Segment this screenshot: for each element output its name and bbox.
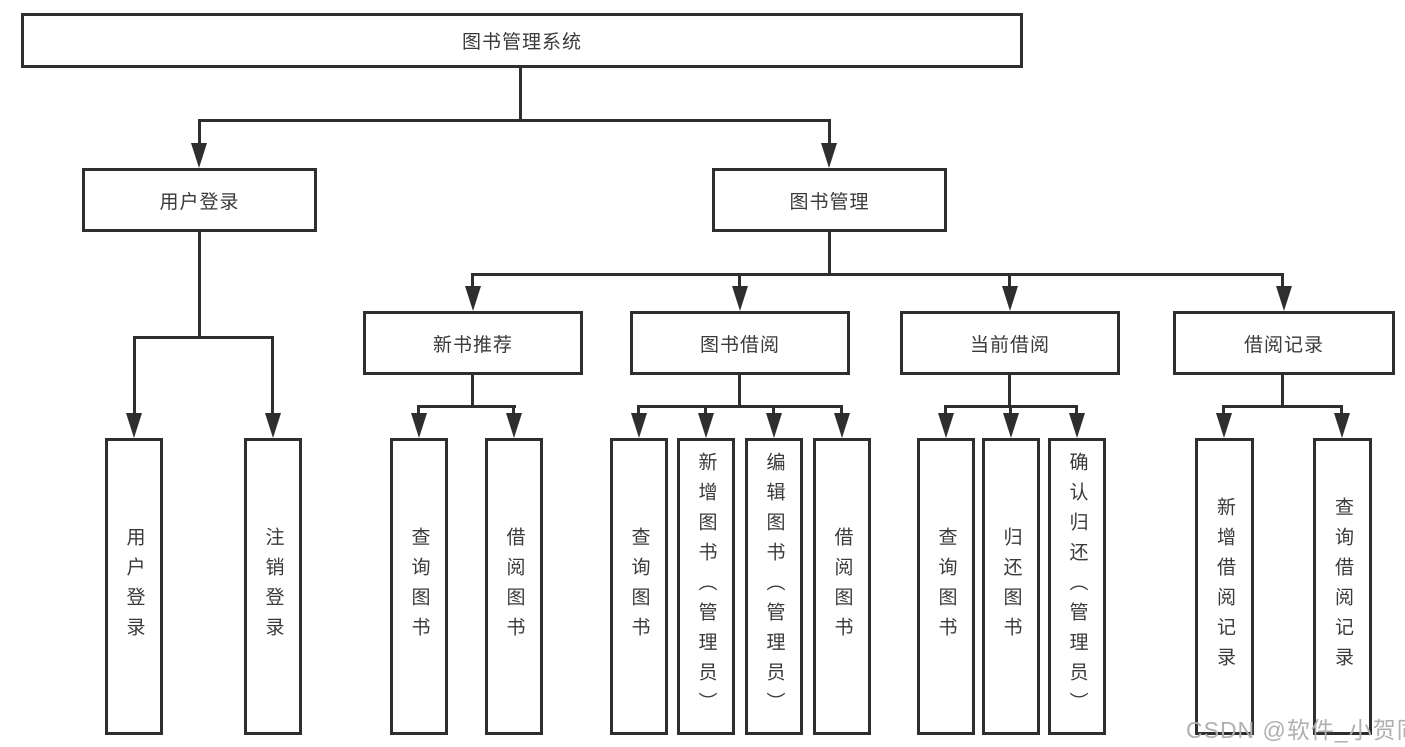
leaf-query-borrow-record: 查询借阅记录 — [1313, 438, 1372, 735]
connector-leaf-stem — [1340, 405, 1343, 417]
arrowhead-icon — [1003, 413, 1019, 438]
node-label: 图书管理 — [789, 191, 870, 213]
connector-leaf-stem — [271, 336, 274, 416]
leaf-query-books-current: 查询图书 — [917, 438, 975, 735]
node-label: 图书借阅 — [699, 334, 780, 356]
arrowhead-icon — [191, 143, 207, 168]
node-label: 当前借阅 — [969, 334, 1050, 356]
connector-user-login-vline — [198, 232, 201, 336]
connector-leaf-stem — [1075, 405, 1078, 417]
node-label: 用户登录 — [159, 191, 240, 213]
leaf-borrow-books-recommend: 借阅图书 — [485, 438, 543, 735]
connector-user-login-stem — [198, 119, 201, 147]
connector-book-mgmt-vline — [828, 232, 831, 273]
leaf-add-books-admin: 新增图书（管理员） — [677, 438, 735, 735]
connector-level3-stem — [1281, 273, 1284, 289]
arrowhead-icon — [698, 413, 714, 438]
connector-new-book-vline — [471, 375, 474, 405]
connector-leaf-stem — [1009, 405, 1012, 417]
leaf-user-login: 用户登录 — [105, 438, 163, 735]
connector-current-borrow-vline — [1008, 375, 1011, 405]
arrowhead-icon — [821, 143, 837, 168]
connector-leaf-stem — [512, 405, 515, 417]
arrowhead-icon — [631, 413, 647, 438]
leaf-label: 编辑图书（管理员） — [763, 451, 785, 722]
leaf-label: 借阅图书 — [503, 526, 525, 647]
arrowhead-icon — [732, 286, 748, 311]
connector-borrow-records-vline — [1281, 375, 1284, 405]
leaf-label: 查询图书 — [935, 526, 957, 647]
node-book-management: 图书管理 — [712, 168, 947, 232]
leaf-edit-books-admin: 编辑图书（管理员） — [745, 438, 803, 735]
node-label: 图书管理系统 — [461, 32, 582, 53]
connector-user-login-hline — [133, 336, 274, 339]
arrowhead-icon — [465, 286, 481, 311]
leaf-label: 新增图书（管理员） — [695, 451, 717, 722]
node-user-login: 用户登录 — [82, 168, 317, 232]
node-label: 借阅记录 — [1243, 334, 1324, 356]
arrowhead-icon — [1216, 413, 1232, 438]
arrowhead-icon — [1002, 286, 1018, 311]
leaf-confirm-return-admin: 确认归还（管理员） — [1048, 438, 1106, 735]
leaf-label: 查询图书 — [628, 526, 650, 647]
arrowhead-icon — [938, 413, 954, 438]
connector-leaf-stem — [944, 405, 947, 417]
connector-leaf-stem — [1222, 405, 1225, 417]
arrowhead-icon — [265, 413, 281, 438]
leaf-query-books-borrow: 查询图书 — [610, 438, 668, 735]
connector-book-borrow-hline — [639, 405, 843, 408]
connector-current-borrow-hline — [946, 405, 1078, 408]
connector-leaf-stem — [637, 405, 640, 417]
arrowhead-icon — [506, 413, 522, 438]
connector-level3-stem — [738, 273, 741, 289]
connector-leaf-stem — [840, 405, 843, 417]
leaf-query-books-recommend: 查询图书 — [390, 438, 448, 735]
node-library-management-system: 图书管理系统 — [21, 13, 1023, 68]
node-current-borrow: 当前借阅 — [900, 311, 1120, 375]
connector-root-vline — [519, 68, 522, 119]
arrowhead-icon — [126, 413, 142, 438]
node-label: 新书推荐 — [432, 334, 513, 356]
arrowhead-icon — [1276, 286, 1292, 311]
arrowhead-icon — [411, 413, 427, 438]
connector-root-hline — [198, 119, 831, 122]
connector-book-borrow-vline — [738, 375, 741, 405]
arrowhead-icon — [1334, 413, 1350, 438]
leaf-label: 查询借阅记录 — [1332, 496, 1353, 677]
arrowhead-icon — [834, 413, 850, 438]
csdn-watermark: CSDN @软件_小贺同学 — [1186, 717, 1405, 743]
connector-leaf-stem — [417, 405, 420, 417]
leaf-label: 归还图书 — [1000, 526, 1022, 647]
connector-leaf-stem — [133, 336, 136, 416]
connector-new-book-hline — [419, 405, 516, 408]
leaf-return-books: 归还图书 — [982, 438, 1040, 735]
leaf-label: 查询图书 — [408, 526, 430, 647]
connector-leaf-stem — [772, 405, 775, 417]
node-book-borrow: 图书借阅 — [630, 311, 850, 375]
connector-book-mgmt-stem — [828, 119, 831, 147]
arrowhead-icon — [766, 413, 782, 438]
leaf-label: 注销登录 — [262, 526, 284, 647]
leaf-label: 新增借阅记录 — [1214, 496, 1235, 677]
leaf-add-borrow-record: 新增借阅记录 — [1195, 438, 1254, 735]
leaf-label: 借阅图书 — [831, 526, 853, 647]
node-new-book-recommend: 新书推荐 — [363, 311, 583, 375]
leaf-label: 确认归还（管理员） — [1066, 451, 1088, 722]
leaf-logout: 注销登录 — [244, 438, 302, 735]
arrowhead-icon — [1069, 413, 1085, 438]
node-borrow-records: 借阅记录 — [1173, 311, 1395, 375]
connector-leaf-stem — [704, 405, 707, 417]
connector-level3-stem — [471, 273, 474, 289]
leaf-borrow-books: 借阅图书 — [813, 438, 871, 735]
leaf-label: 用户登录 — [123, 526, 145, 647]
connector-level3-stem — [1008, 273, 1011, 289]
connector-book-mgmt-hline — [471, 273, 1284, 276]
connector-borrow-records-hline — [1224, 405, 1343, 408]
